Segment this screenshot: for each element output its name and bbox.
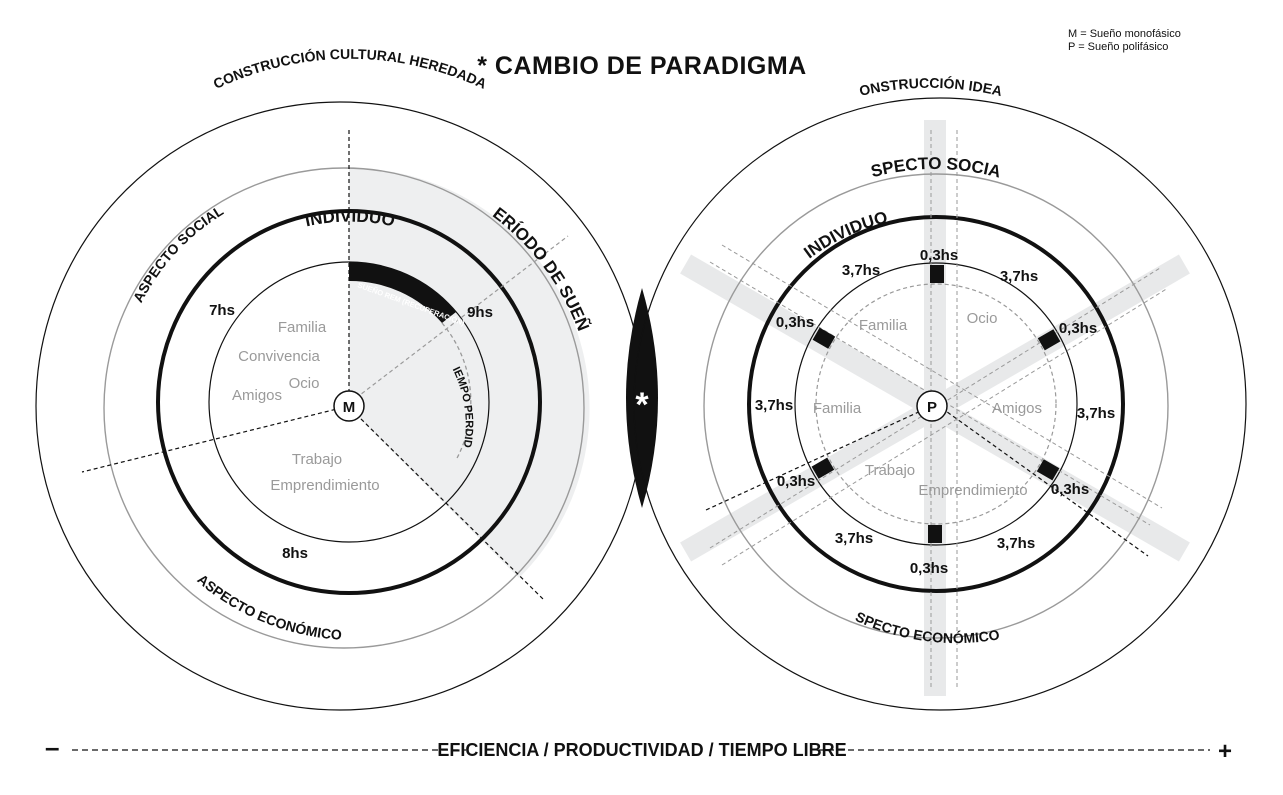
legend-p: P = Sueño polifásico [1068,41,1168,53]
hours-long: 3,7hs [842,262,880,279]
social-label: ASPECTO SOCIAL [0,0,1003,182]
word-trabajo: Trabajo [865,462,915,479]
hours-short: 0,3hs [777,473,815,490]
social-circle [103,167,585,649]
divider-line [355,413,545,601]
axis-minus: – [45,732,59,762]
center-p-circle [916,390,948,422]
center-m-circle [333,390,365,422]
legend-m: M = Sueño monofásico [1068,28,1181,40]
svg-text:CONSTRUCCIÓN CULTURAL HEREDADA: CONSTRUCCIÓN CULTURAL HEREDADA [211,46,490,92]
center-p-label: P [927,399,937,416]
word-emprendimiento: Emprendimiento [270,477,379,494]
hours-short: 0,3hs [1051,481,1089,498]
hours-long: 3,7hs [755,397,793,414]
svg-text:ASPECTO SOCIAL: ASPECTO SOCIAL [130,202,227,305]
svg-text:INDIVIDUO: INDIVIDUO [800,208,889,263]
economic-label: ASPECTO ECONÓMICO [194,571,342,643]
hours-long: 3,7hs [997,535,1035,552]
inner-circle [794,262,1078,546]
word-ocio: Ocio [289,375,320,392]
hours-short: 0,3hs [1059,320,1097,337]
lens-asterisk: * [635,386,649,424]
hours-long: 3,7hs [1000,268,1038,285]
svg-text:ASPECTO SOCIAL: ASPECTO SOCIAL [0,0,1003,182]
word-ocio: Ocio [967,310,998,327]
word-familia: Familia [278,319,327,336]
bottom-axis: – EFICIENCIA / PRODUCTIVIDAD / TIEMPO LI… [45,732,1232,765]
word-emprendimiento: Emprendimiento [918,482,1027,499]
hours-short: 0,3hs [776,314,814,331]
lens-shape [626,288,658,508]
axis-plus: + [1218,738,1232,765]
word-convivencia: Convivencia [238,348,320,365]
hours-9: 9hs [467,304,493,321]
page-title: * CAMBIO DE PARADIGMA [477,52,806,80]
outer-label: CONSTRUCCIÓN CULTURAL HEREDADA [211,46,490,92]
sleep-blocks [811,265,1061,543]
word-amigos: Amigos [232,387,282,404]
svg-text:ASPECTO ECONÓMICO: ASPECTO ECONÓMICO [194,571,342,643]
word-familia-mid: Familia [813,400,862,417]
word-familia-top: Familia [859,317,908,334]
word-trabajo: Trabajo [292,451,342,468]
svg-text:INDIVIDUO: INDIVIDUO [303,207,396,231]
left-diagram: M CONSTRUCCIÓN CULTURAL HEREDADA ASPECTO… [0,0,645,711]
hours-short: 0,3hs [920,247,958,264]
sleep-period-sector [349,167,590,579]
divider-line [81,405,350,473]
spoke-line-dark [705,403,937,511]
outer-circle [633,97,1247,711]
hours-short: 0,3hs [910,560,948,577]
center-lens: * [626,288,658,508]
center-m-label: M [343,399,356,416]
spoke-line-dark [935,403,1149,557]
individuo-label: INDIVIDUO [800,208,889,263]
divider-line [355,235,569,399]
hours-long: 3,7hs [1077,405,1115,422]
right-diagram: P CONSTRUCCIÓN IDEAL ASPECTO SOCIAL ASPE… [0,0,1247,711]
tiempo-perdido-arc [441,322,472,461]
individuo-label: INDIVIDUO [303,207,396,231]
hours-8: 8hs [282,545,308,562]
svg-text:CONSTRUCCIÓN IDEAL: CONSTRUCCIÓN IDEAL [0,0,1004,99]
word-amigos: Amigos [992,400,1042,417]
social-circle [703,173,1169,639]
social-label: ASPECTO SOCIAL [130,202,227,305]
axis-label: EFICIENCIA / PRODUCTIVIDAD / TIEMPO LIBR… [437,740,846,760]
outer-label: CONSTRUCCIÓN IDEAL [0,0,1004,99]
rem-band [349,262,456,323]
hours-long: 3,7hs [835,530,873,547]
individuo-circle [747,215,1125,593]
inner-dashed-circle [815,283,1057,525]
hours-7: 7hs [209,302,235,319]
